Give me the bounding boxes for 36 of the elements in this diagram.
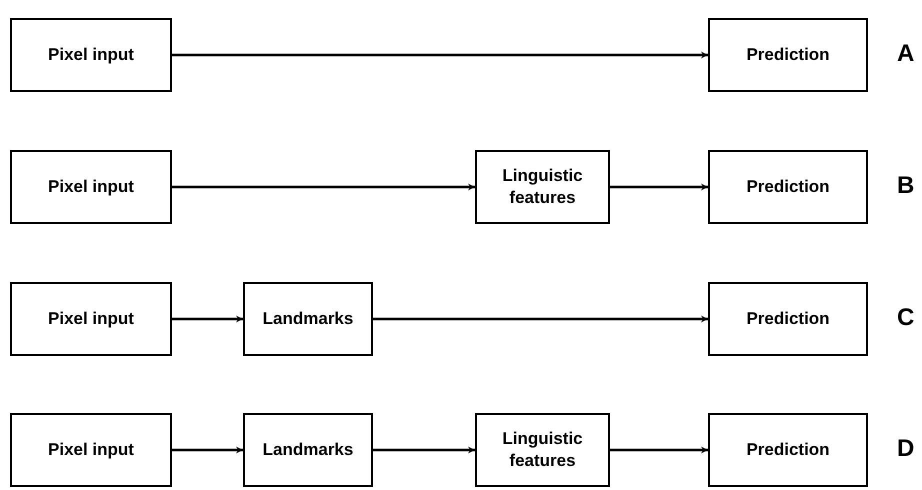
box-label: Linguistic features	[501, 164, 584, 209]
box-label: Prediction	[746, 308, 830, 330]
box-label: Landmarks	[262, 438, 354, 461]
box-label: Pixel input	[48, 308, 134, 330]
arrow	[610, 184, 708, 190]
process-box	[708, 413, 868, 487]
box-label: Landmarks	[262, 308, 354, 330]
row-letter: A	[897, 40, 916, 68]
process-box	[10, 413, 172, 487]
arrow	[172, 52, 708, 58]
box-label: Linguistic features	[501, 428, 584, 472]
process-box	[708, 150, 868, 224]
arrow	[172, 446, 243, 454]
box-label: Pixel input	[48, 44, 134, 66]
process-box	[243, 282, 373, 356]
arrow	[373, 316, 708, 322]
process-box	[708, 282, 868, 356]
box-label: Prediction	[746, 438, 830, 461]
process-box	[243, 413, 373, 487]
process-box	[10, 282, 172, 356]
arrow	[172, 316, 243, 322]
box-label: Prediction	[746, 44, 830, 66]
process-box	[10, 150, 172, 224]
arrow	[172, 184, 475, 190]
arrow	[373, 446, 475, 454]
box-label: Pixel input	[48, 176, 134, 198]
process-box	[475, 413, 610, 487]
row-letter: B	[897, 172, 916, 200]
row-letter: C	[897, 304, 916, 332]
box-label: Pixel input	[48, 438, 134, 461]
row-letter: D	[897, 435, 916, 463]
box-label: Prediction	[746, 176, 830, 198]
arrow	[610, 446, 708, 454]
process-box	[708, 18, 868, 92]
process-box	[10, 18, 172, 92]
process-box	[475, 150, 610, 224]
